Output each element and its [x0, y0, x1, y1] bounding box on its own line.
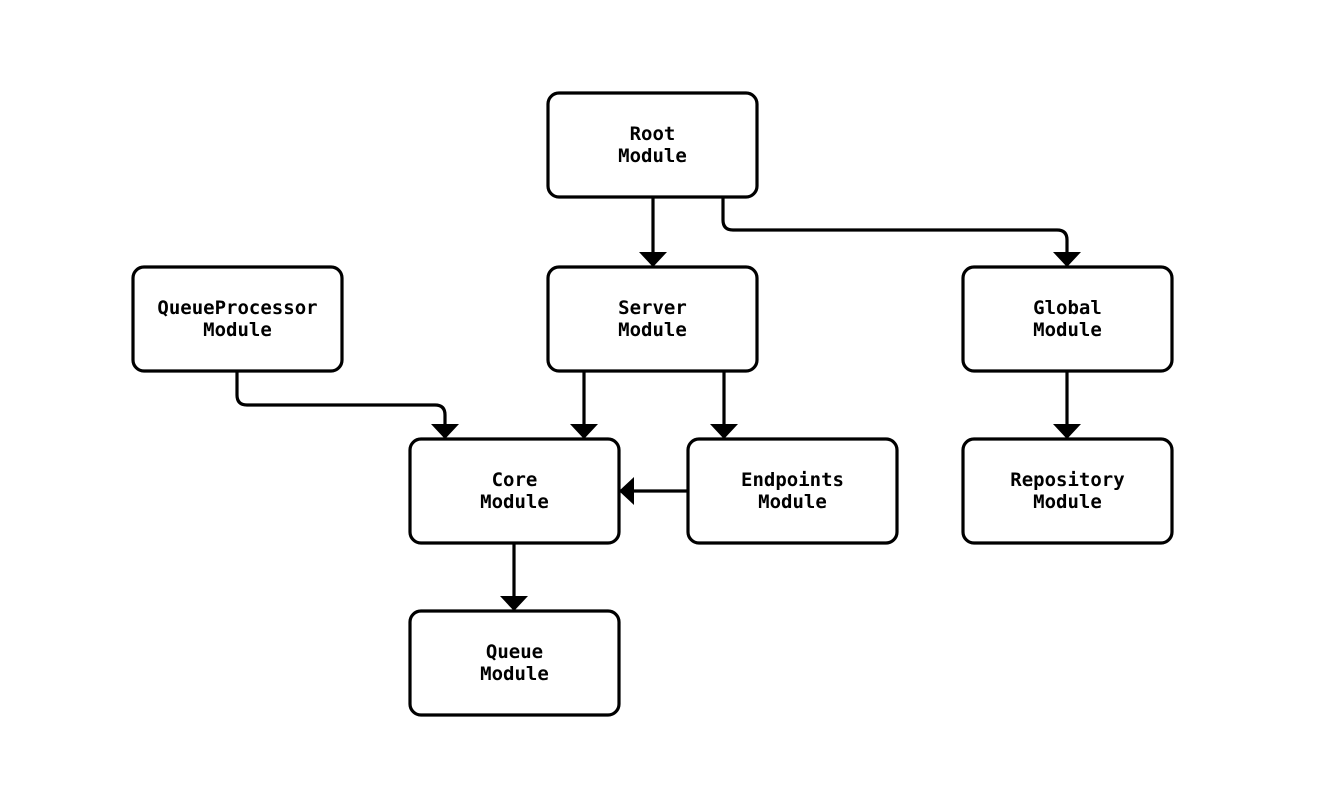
- node-label-line: Module: [480, 491, 549, 513]
- node-label-line: Root: [630, 123, 676, 145]
- node-label-line: Module: [1033, 319, 1102, 341]
- node-box-core: [408, 437, 621, 545]
- node-box-queue: [408, 609, 621, 717]
- node-label-line: Module: [203, 319, 272, 341]
- edge-root-to-global: [721, 197, 1081, 267]
- node-label-line: Server: [618, 297, 687, 319]
- node-label-line: Core: [492, 469, 538, 491]
- node-label-line: Module: [618, 145, 687, 167]
- node-box-server: [546, 265, 759, 373]
- node-label-line: Endpoints: [741, 469, 844, 491]
- node-box-root: [546, 91, 759, 199]
- node-label-line: QueueProcessor: [157, 297, 317, 319]
- node-label-line: Module: [480, 663, 549, 685]
- node-box-endpoints: [686, 437, 899, 545]
- node-label-line: Module: [758, 491, 827, 513]
- node-box-global: [961, 265, 1174, 373]
- node-label-line: Repository: [1010, 469, 1124, 491]
- node-box-repository: [961, 437, 1174, 545]
- node-label-line: Module: [618, 319, 687, 341]
- node-label-line: Module: [1033, 491, 1102, 513]
- edge-queueprocessor-to-core: [235, 371, 459, 439]
- node-box-queueprocessor: [131, 265, 344, 373]
- node-label-line: Queue: [486, 641, 543, 663]
- edges-layer: [235, 197, 1081, 611]
- node-label-line: Global: [1033, 297, 1102, 319]
